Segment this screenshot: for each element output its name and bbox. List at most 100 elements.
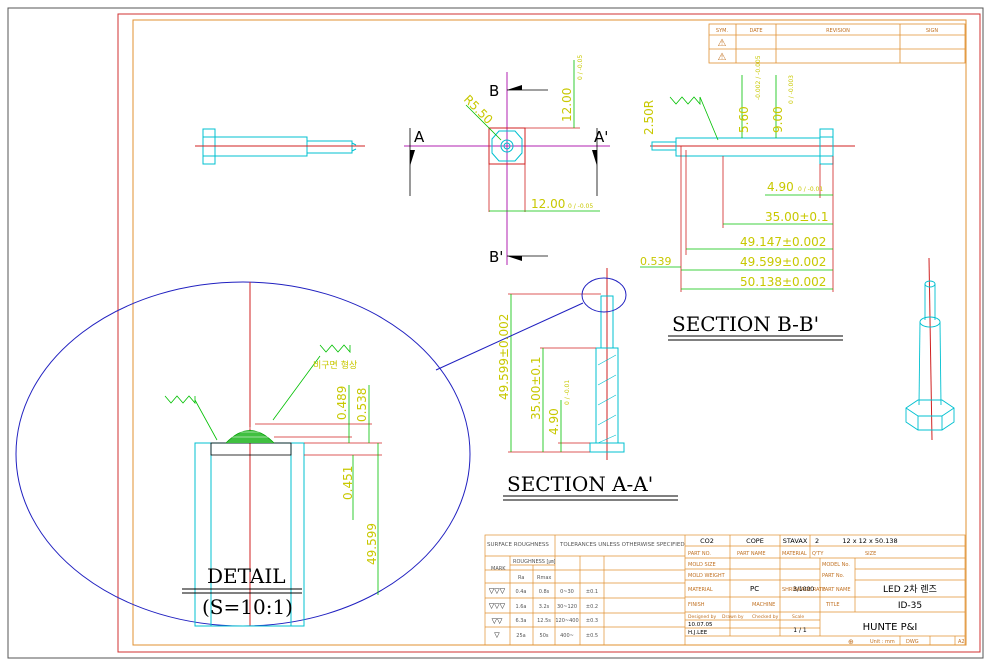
unit-label: Unit : mm — [870, 639, 895, 645]
row-range: 400~ — [560, 633, 574, 639]
section-a-label: A — [414, 128, 425, 146]
rev-revision-header: REVISION — [826, 28, 850, 34]
size-value: 12 x 12 x 50.138 — [842, 537, 897, 545]
shrinkage-label: SHRINKAGE RATE — [782, 587, 825, 593]
dim-12-vertical-tol: 0 / -0.05 — [577, 55, 584, 80]
aa-dim-490: 4.90 — [547, 408, 561, 435]
title-label: TITLE — [825, 602, 840, 608]
dim-250r: 2.50R — [642, 100, 656, 135]
dim-900-tol: 0 / -0.003 — [788, 75, 795, 104]
scale-value: 1 / 1 — [793, 627, 807, 634]
sheet-size: A2 — [958, 639, 965, 645]
aa-dim-3500: 35.00±0.1 — [529, 357, 543, 421]
material-label: MATERIAL — [688, 587, 713, 593]
rev-sym-header: SYM. — [716, 28, 729, 34]
dim-490: 4.90 — [767, 180, 794, 194]
row-rmax: 12.5s — [537, 618, 551, 624]
title-block-grid — [484, 534, 966, 646]
detail-dim-49599: 49.599 — [365, 523, 379, 565]
frame-red — [117, 13, 981, 653]
row-tol: ±0.3 — [586, 618, 598, 624]
detail-title: DETAIL — [207, 564, 286, 588]
model-no-label: MODEL No. — [822, 562, 850, 568]
section-b-prime-label: B' — [489, 248, 503, 266]
detail-view — [15, 281, 471, 627]
company-name: HUNTE P&I — [863, 622, 918, 633]
section-bb-view — [640, 75, 855, 292]
roughness-header: ROUGHNESS [㎛] — [513, 559, 555, 565]
date-value: 10.07.05 — [688, 622, 713, 628]
warning-icon: ⚠ — [718, 38, 727, 49]
qty-header: Q'TY — [812, 551, 824, 557]
material-value: STAVAX — [783, 537, 808, 545]
dwg-label: DWG — [906, 639, 919, 645]
dim-49599: 49.599±0.002 — [740, 255, 826, 269]
top-view — [404, 60, 610, 265]
tolerances-header: TOLERANCES UNLESS OTHERWISE SPECIFIED — [559, 542, 685, 548]
roughness-mark-icon: ▽▽▽ — [489, 587, 506, 595]
checked-by-label: Checked by — [752, 614, 779, 620]
row-range: 0~30 — [560, 589, 574, 595]
section-b-label: B — [489, 82, 499, 100]
part-no-value: CO2 — [700, 537, 714, 545]
roughness-mark-icon: ▽▽ — [492, 617, 503, 625]
warning-icon: ⚠ — [718, 52, 727, 63]
ra-header: Ra — [518, 575, 524, 581]
material-pc-value: PC — [750, 585, 759, 593]
part-name-main: LED 2차 렌즈 — [883, 583, 937, 595]
shrinkage-value: 3/1000 — [793, 586, 814, 593]
rev-date-header: DATE — [749, 28, 762, 34]
dim-560: 5.60 — [737, 106, 751, 133]
roughness-mark-icon: ▽ — [494, 631, 500, 639]
designed-by-label: Designed by — [688, 614, 716, 620]
material-header: MATERIAL — [782, 551, 807, 557]
aa-dim-49599: 49.599±0.002 — [497, 314, 511, 400]
row-tol: ±0.5 — [586, 633, 598, 639]
detail-dim-0489: 0.489 — [335, 386, 349, 420]
projection-icon: ⊕ — [848, 638, 854, 646]
row-ra: 25a — [516, 633, 525, 639]
dim-900: 9.00 — [771, 106, 785, 133]
mark-header: MARK — [491, 566, 506, 572]
row-ra: 0.4a — [515, 589, 526, 595]
frame-orange — [132, 19, 967, 646]
row-ra: 6.3a — [515, 618, 526, 624]
revision-table — [708, 23, 966, 64]
aa-dim-490-tol: 0 / -0.01 — [564, 380, 571, 405]
mold-size-label: MOLD SIZE — [688, 562, 716, 568]
qty-value: 2 — [815, 537, 819, 545]
dim-490-tol: 0 / -0.01 — [798, 186, 823, 193]
part-name-header: PART NAME — [737, 551, 766, 557]
rmax-header: Rmax — [537, 575, 551, 581]
detail-dim-0538: 0.538 — [355, 388, 369, 422]
part-name-value: COPE — [746, 537, 764, 545]
outer-border — [7, 7, 984, 659]
detail-note: 비구면 형상 — [313, 360, 357, 371]
dim-12-horizontal-tol: 0 / -0.05 — [568, 203, 593, 210]
part-no-header: PART NO. — [688, 551, 711, 557]
iso-view — [905, 257, 955, 441]
section-aa-title: SECTION A-A' — [507, 472, 653, 496]
dim-12-vertical: 12.00 — [560, 88, 574, 122]
detail-dim-0451: 0.451 — [341, 466, 355, 500]
dim-50138: 50.138±0.002 — [740, 275, 826, 289]
drawn-by-label: Drawn by — [722, 614, 744, 620]
mold-weight-label: MOLD WEIGHT — [688, 573, 726, 579]
title-value: ID-35 — [898, 601, 922, 611]
row-ra: 1.6a — [515, 604, 526, 610]
rev-sign-header: SIGN — [926, 28, 939, 34]
scale-label: Scale — [792, 614, 804, 620]
finish-label: FINISH — [688, 602, 705, 608]
row-range: 120~400 — [555, 618, 578, 624]
dim-3500: 35.00±0.1 — [765, 210, 829, 224]
row-tol: ±0.1 — [586, 589, 598, 595]
row-range: 30~120 — [557, 604, 577, 610]
dim-12-horizontal: 12.00 — [531, 197, 565, 211]
row-rmax: 0.8s — [539, 589, 550, 595]
part-name-label: PART NAME — [822, 587, 851, 593]
roughness-mark-icon: ▽▽▽ — [489, 602, 506, 610]
row-tol: ±0.2 — [586, 604, 598, 610]
detail-scale: (S=10:1) — [202, 595, 293, 619]
size-header: SIZE — [865, 551, 876, 557]
